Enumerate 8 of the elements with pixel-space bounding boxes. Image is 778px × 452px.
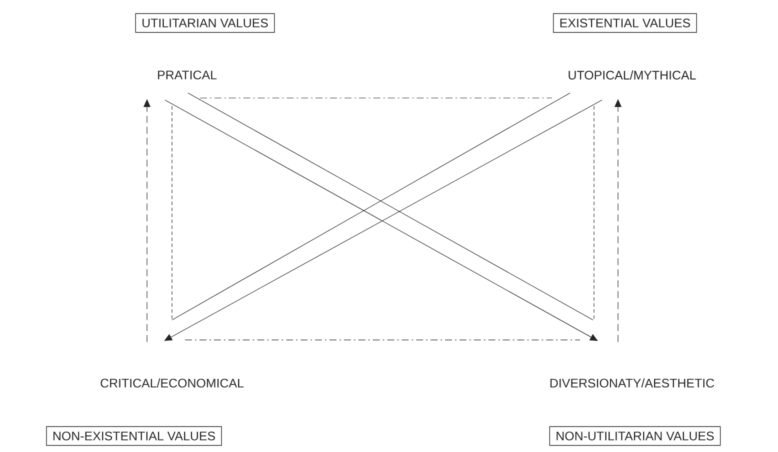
term-label: UTOPICAL/MYTHICAL [568,70,696,80]
value-box: NON-UTILITARIAN VALUES [549,426,721,446]
value-box: EXISTENTIAL VALUES [553,13,697,33]
term-label: PRATICAL [158,70,217,80]
value-box: UTILITARIAN VALUES [135,13,275,33]
term-label: DIVERSIONATY/AESTHETIC [550,378,714,388]
value-box: NON-EXISTENTIAL VALUES [46,426,222,446]
term-label: CRITICAL/ECONOMICAL [100,378,244,388]
